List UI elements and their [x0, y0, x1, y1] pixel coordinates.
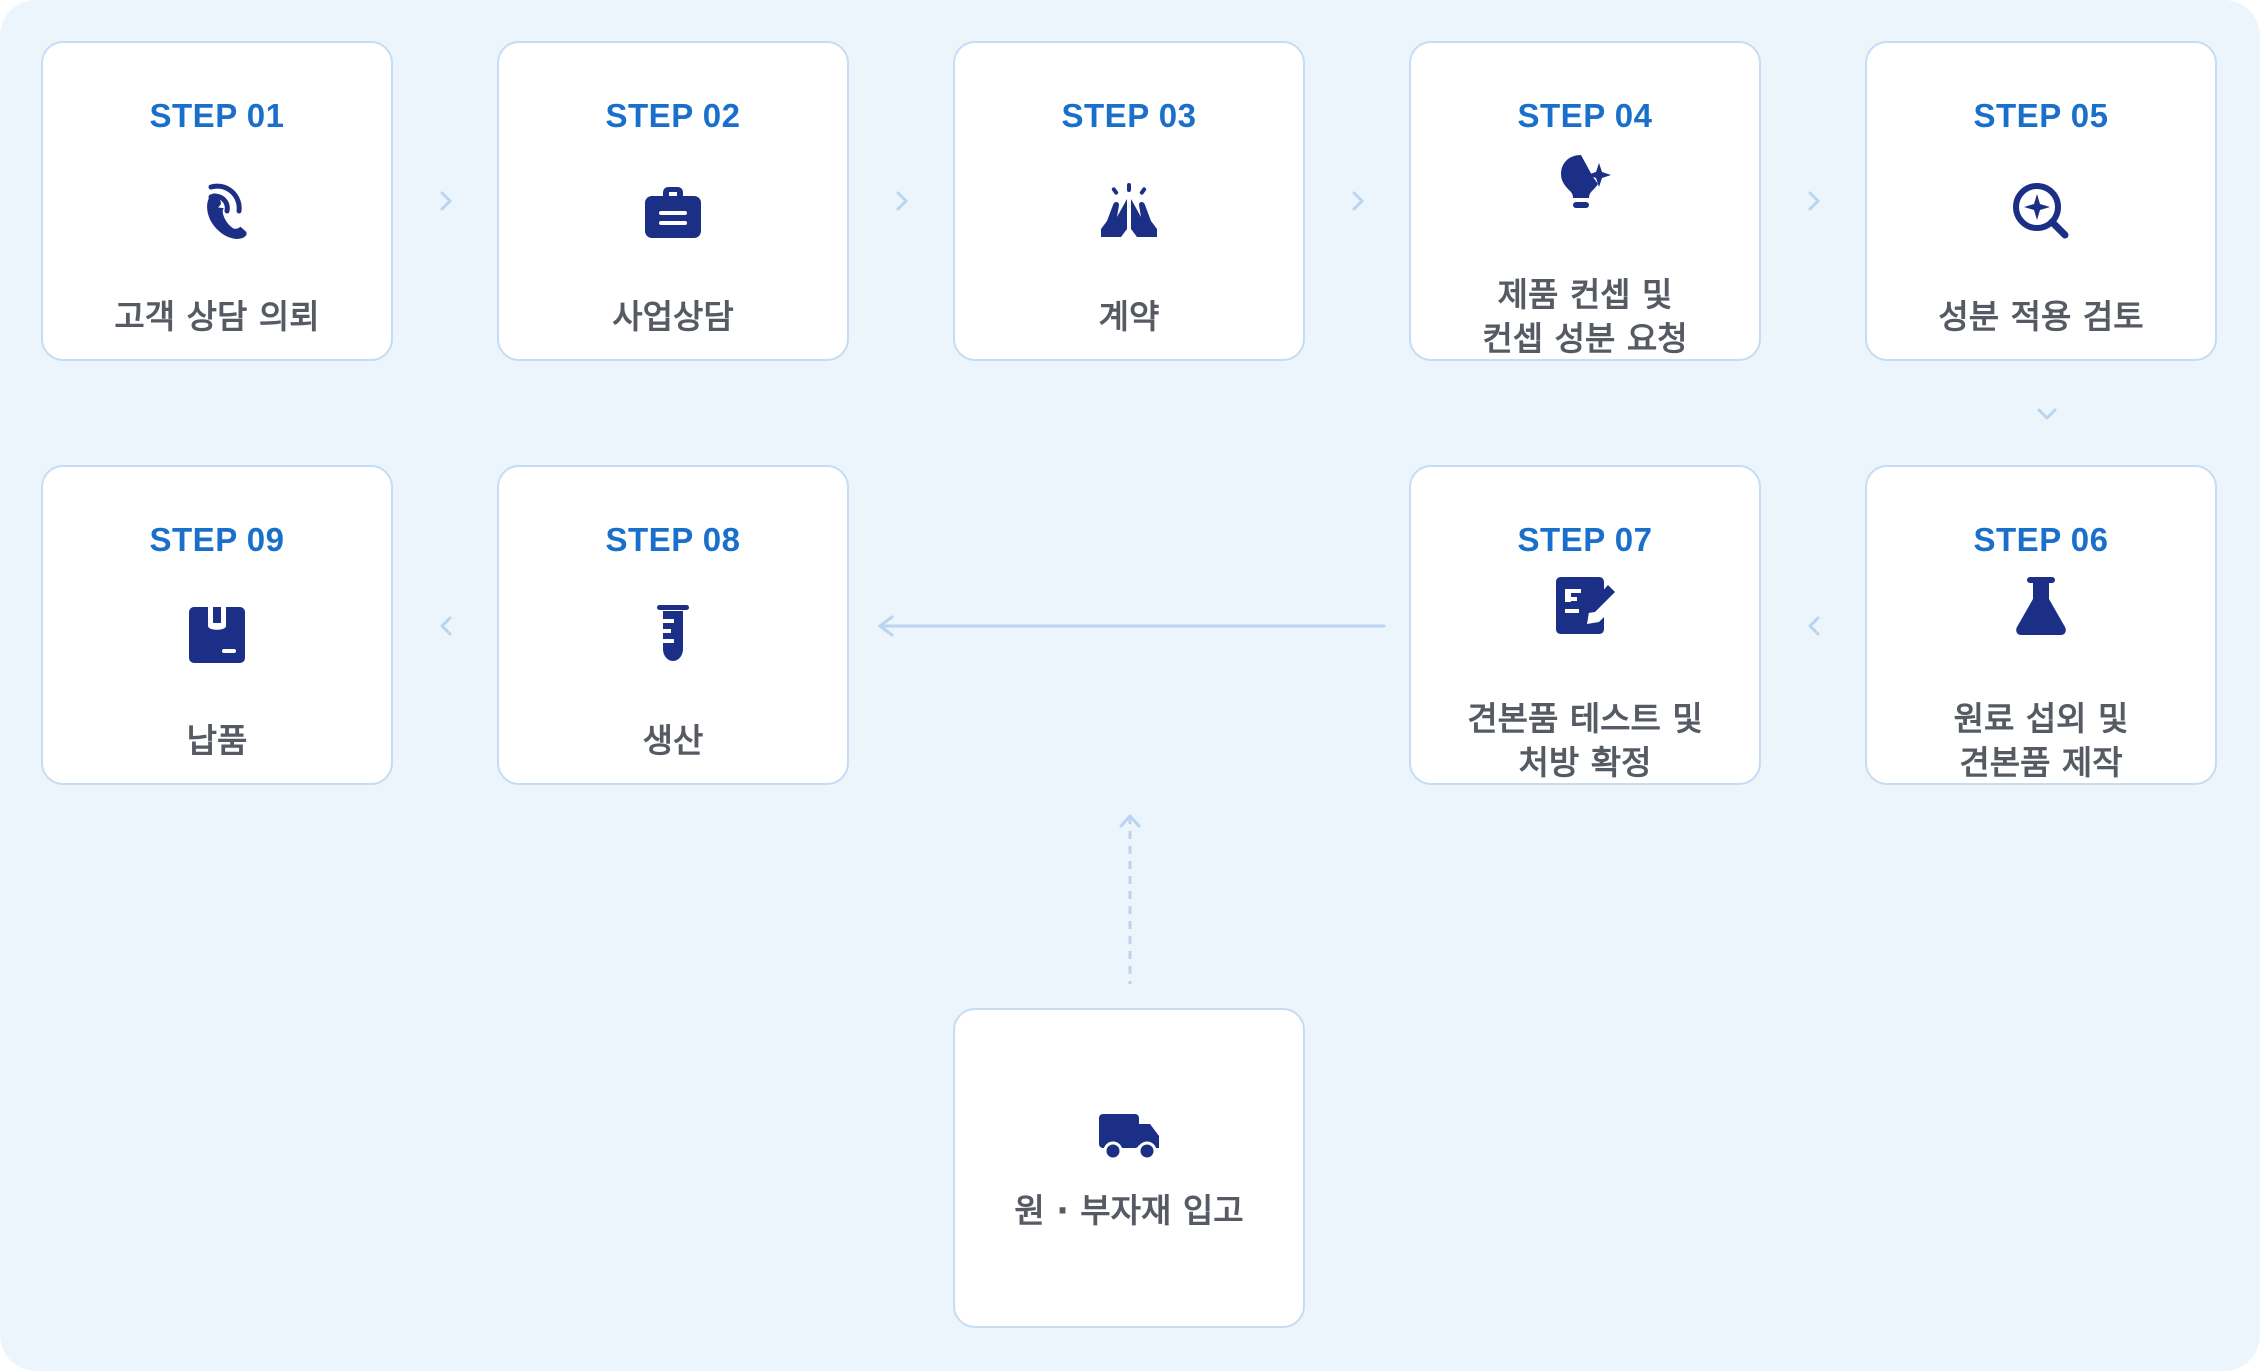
praying-hands-icon [1093, 175, 1165, 247]
step-card-09: STEP 09 납품 [41, 465, 393, 785]
step-card-07: STEP 07 견본품 테스트 및 처방 확정 [1409, 465, 1761, 785]
step-title: 사업상담 [612, 297, 734, 336]
materials-intake-title: 원 · 부자재 입고 [1014, 1191, 1244, 1230]
truck-icon [1093, 1098, 1165, 1170]
step-title: 생산 [642, 721, 704, 760]
connector-arrow-left [878, 615, 1386, 637]
step-title: 계약 [1098, 297, 1160, 336]
chevron-right-icon [1802, 189, 1826, 213]
step-card-01: STEP 01 고객 상담 의뢰 [41, 41, 393, 361]
step-label: STEP 02 [605, 97, 741, 134]
step-card-02: STEP 02 사업상담 [497, 41, 849, 361]
step-card-03: STEP 03 계약 [953, 41, 1305, 361]
box-icon [181, 599, 253, 671]
step-card-04: STEP 04 제품 컨셉 및 컨셉 성분 요청 [1409, 41, 1761, 361]
chevron-down-icon [2035, 402, 2059, 426]
step-title: 성분 적용 검토 [1938, 297, 2144, 336]
step-label: STEP 05 [1973, 97, 2109, 134]
step-label: STEP 08 [605, 521, 741, 558]
step-card-05: STEP 05 성분 적용 검토 [1865, 41, 2217, 361]
lightbulb-sparkle-icon [1549, 147, 1621, 219]
step-title: 견본품 테스트 및 처방 확정 [1467, 699, 1703, 782]
chevron-left-icon [434, 614, 458, 638]
step-card-08: STEP 08 생산 [497, 465, 849, 785]
chevron-left-icon [1802, 614, 1826, 638]
chevron-right-icon [1346, 189, 1370, 213]
flask-icon [2005, 571, 2077, 643]
chevron-right-icon [890, 189, 914, 213]
step-title: 제품 컨셉 및 컨셉 성분 요청 [1482, 275, 1688, 358]
materials-intake-card: 원 · 부자재 입고 [953, 1008, 1305, 1328]
step-title: 납품 [186, 721, 248, 760]
step-label: STEP 04 [1517, 97, 1653, 134]
chevron-right-icon [434, 189, 458, 213]
step-title: 원료 섭외 및 견본품 제작 [1953, 699, 2129, 782]
step-label: STEP 06 [1973, 521, 2109, 558]
test-tube-icon [637, 599, 709, 671]
step-label: STEP 03 [1061, 97, 1197, 134]
step-label: STEP 07 [1517, 521, 1653, 558]
step-card-06: STEP 06 원료 섭외 및 견본품 제작 [1865, 465, 2217, 785]
phone-ringing-icon [181, 175, 253, 247]
connector-dashed-arrow-up [1119, 814, 1141, 984]
step-label: STEP 01 [149, 97, 285, 134]
document-edit-icon [1549, 571, 1621, 643]
step-label: STEP 09 [149, 521, 285, 558]
briefcase-icon [637, 175, 709, 247]
magnify-sparkle-icon [2005, 175, 2077, 247]
step-title: 고객 상담 의뢰 [114, 297, 320, 336]
